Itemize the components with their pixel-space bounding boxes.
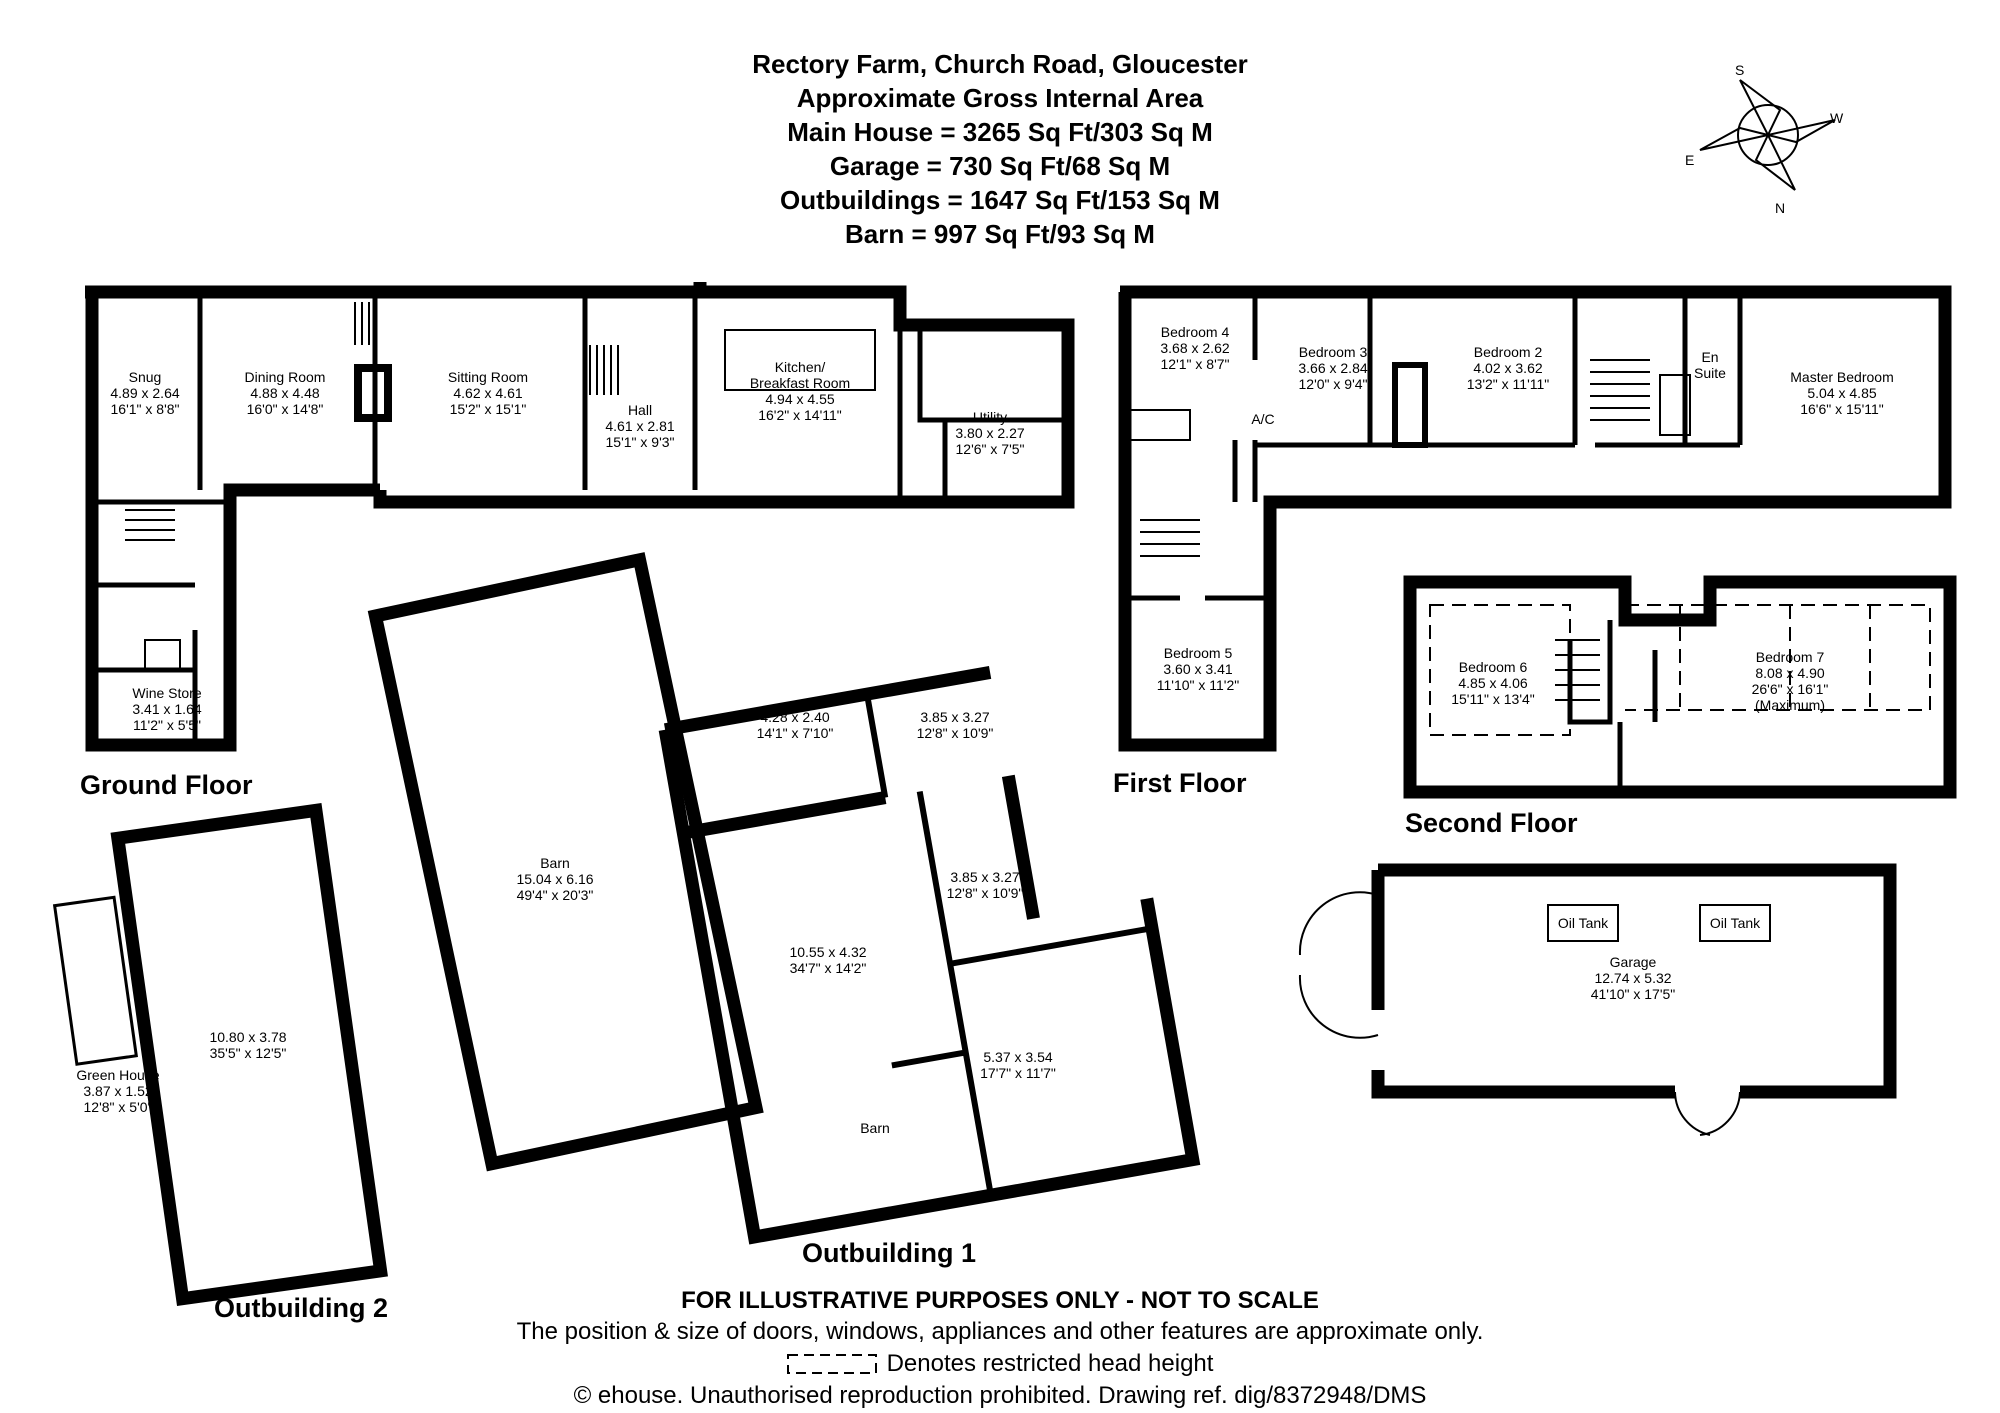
oil-tank-2 bbox=[1699, 904, 1771, 942]
compass-w: W bbox=[1830, 110, 1844, 126]
second-floor-interior-walls bbox=[1567, 620, 1658, 792]
stairs-first bbox=[1140, 359, 1650, 557]
first-floor-outline bbox=[1118, 285, 1952, 752]
footer-disclaimer: FOR ILLUSTRATIVE PURPOSES ONLY - NOT TO … bbox=[681, 1287, 1319, 1314]
room-ac: A/C bbox=[1251, 411, 1274, 427]
chimney-breast bbox=[354, 364, 392, 422]
stairs-second bbox=[1555, 639, 1600, 701]
compass-rose-icon bbox=[1699, 79, 1836, 191]
area-main-house: Main House = 3265 Sq Ft/303 Sq M bbox=[787, 117, 1213, 147]
ground-floor-interior-walls bbox=[92, 292, 1068, 745]
bath-first-floor bbox=[1129, 409, 1191, 441]
garage-doors bbox=[1298, 891, 1741, 1136]
compass-e: E bbox=[1685, 152, 1694, 168]
property-address: Rectory Farm, Church Road, Gloucester bbox=[752, 49, 1248, 79]
area-subtitle: Approximate Gross Internal Area bbox=[796, 83, 1204, 113]
stairs-ground bbox=[125, 302, 619, 541]
footer-note: The position & size of doors, windows, a… bbox=[516, 1318, 1484, 1345]
footer-legend: Denotes restricted head height bbox=[0, 1348, 2000, 1379]
compass-s: S bbox=[1735, 62, 1744, 78]
label-oil-tank-1: Oil Tank bbox=[1558, 915, 1609, 931]
greenhouse-outline bbox=[52, 895, 139, 1066]
room-outbuilding1-barn: Barn bbox=[860, 1120, 890, 1136]
label-outbuilding-2: Outbuilding 2 bbox=[214, 1293, 388, 1323]
label-ground-floor: Ground Floor bbox=[80, 770, 253, 800]
outbuilding1-outline bbox=[658, 666, 1201, 1245]
oil-tank-1 bbox=[1547, 904, 1619, 942]
restricted-head-height-lines bbox=[1429, 604, 1931, 736]
compass-n: N bbox=[1775, 200, 1785, 216]
ground-floor-outline bbox=[85, 282, 1075, 752]
kitchen-island bbox=[724, 329, 876, 391]
footer-legend-text: Denotes restricted head height bbox=[886, 1350, 1214, 1377]
garage-outline bbox=[1371, 863, 1897, 1099]
area-outbuildings: Outbuildings = 1647 Sq Ft/153 Sq M bbox=[780, 185, 1220, 215]
bath-ensuite bbox=[1659, 374, 1691, 436]
label-oil-tank-2: Oil Tank bbox=[1710, 915, 1761, 931]
area-garage: Garage = 730 Sq Ft/68 Sq M bbox=[829, 151, 1171, 181]
label-first-floor: First Floor bbox=[1113, 768, 1247, 798]
label-outbuilding-1: Outbuilding 1 bbox=[802, 1238, 976, 1268]
label-second-floor: Second Floor bbox=[1405, 808, 1578, 838]
footer-copyright: © ehouse. Unauthorised reproduction proh… bbox=[573, 1382, 1427, 1409]
outbuilding2-outline bbox=[110, 803, 388, 1307]
area-barn: Barn = 997 Sq Ft/93 Sq M bbox=[845, 219, 1155, 249]
shower-tray-ground bbox=[144, 639, 181, 671]
chimney-first-floor bbox=[1392, 362, 1428, 448]
second-floor-outline bbox=[1403, 575, 1957, 799]
outbuilding1-interior-walls bbox=[864, 693, 1153, 1196]
restricted-head-height-legend-box bbox=[787, 1354, 877, 1374]
